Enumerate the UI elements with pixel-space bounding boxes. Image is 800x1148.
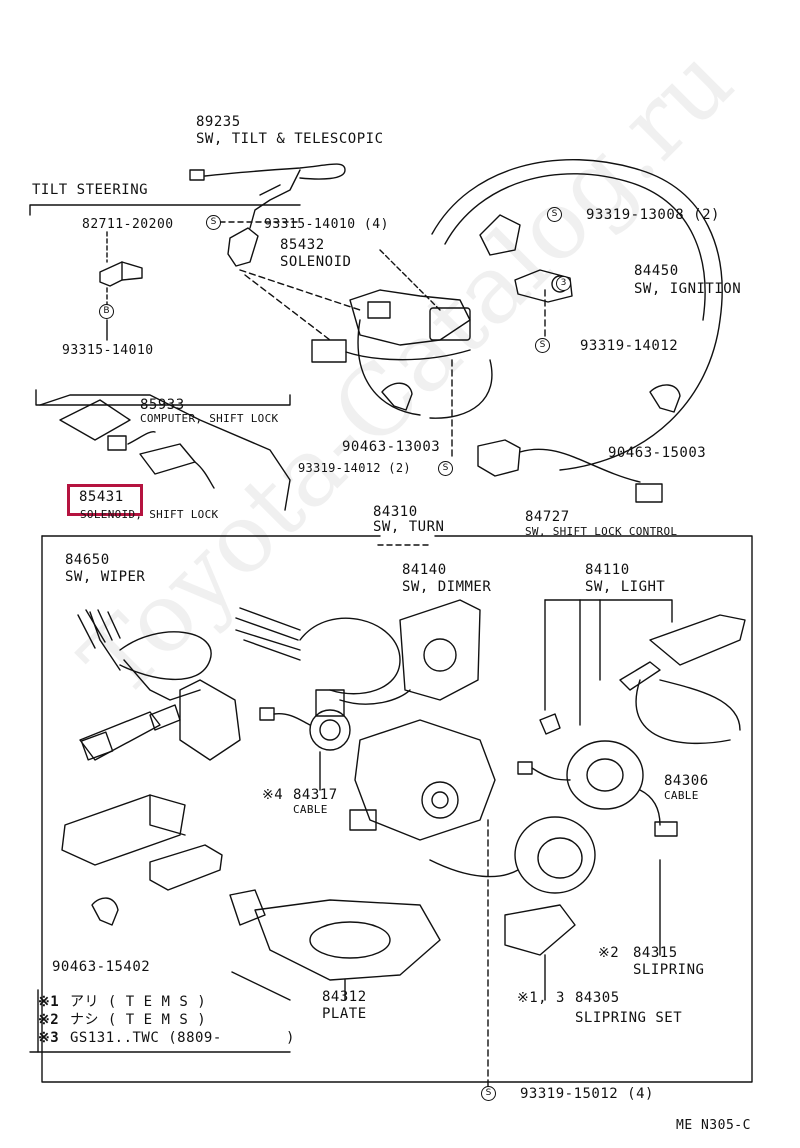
steering-column-assembly: [311, 214, 573, 461]
label-84317-mark: ※4: [262, 787, 284, 803]
label-84312-name: PLATE: [322, 1006, 367, 1022]
tilt-steering-title: TILT STEERING: [32, 182, 149, 198]
footer-code: ME N305-C: [676, 1118, 751, 1133]
label-85432-name: SOLENOID: [280, 254, 352, 270]
turn-switch-84310: [349, 544, 496, 1083]
label-84650-name: SW, WIPER: [65, 569, 146, 585]
slipring-84315: [429, 816, 661, 1001]
cable-84317: [259, 707, 351, 791]
shift-lock-bracket: [35, 389, 291, 406]
label-93319-15012: 93319-15012 (4): [520, 1086, 654, 1102]
note-text: GS131..TWC (8809-: [70, 1030, 222, 1046]
label-84315-number: 84315: [633, 945, 678, 961]
label-84317-number: 84317: [293, 787, 338, 803]
label-84450-name: SW, IGNITION: [634, 281, 742, 297]
label-84110-number: 84110: [585, 562, 630, 578]
note-mark: ※1: [38, 994, 60, 1010]
label-89235-name: SW, TILT & TELESCOPIC: [196, 131, 384, 147]
shift-lock-computer: [39, 394, 291, 511]
label-85431-number[interactable]: 85431: [79, 489, 124, 505]
label-84310-number: 84310: [373, 504, 418, 520]
s-mark-icon: S: [547, 207, 562, 222]
tilt-telescopic-harness: [189, 163, 361, 341]
wiper-switch-84650: [77, 609, 241, 761]
label-90463-15402: 90463-15402: [52, 959, 151, 975]
label-93319-14012: 93319-14012: [580, 338, 679, 354]
circled-3-icon: 3: [556, 276, 571, 291]
light-switch-84110: [539, 599, 746, 745]
note-close-paren: ): [286, 1030, 295, 1046]
label-85933-name: COMPUTER, SHIFT LOCK: [140, 412, 279, 425]
note-mark: ※3: [38, 1030, 60, 1046]
label-84727-name: SW, SHIFT LOCK CONTROL: [525, 525, 678, 538]
cable-84306: [517, 740, 678, 837]
label-84306-name: CABLE: [664, 789, 699, 802]
label-90463-13003: 90463-13003: [342, 439, 441, 455]
clip-82711: [99, 231, 143, 341]
label-82711: 82711-20200: [82, 217, 174, 232]
s-mark-icon: S: [206, 215, 221, 230]
label-84650-number: 84650: [65, 552, 110, 568]
label-84450-number: 84450: [634, 263, 679, 279]
s-mark-icon: S: [481, 1086, 496, 1101]
s-mark-icon: S: [438, 461, 453, 476]
label-85933-number: 85933: [140, 397, 185, 413]
label-93315-14010: 93315-14010: [62, 343, 154, 358]
label-84315-mark: ※2: [598, 945, 620, 961]
b-mark-icon: B: [99, 304, 114, 319]
label-84315-name: SLIPRING: [633, 962, 705, 978]
s-mark-icon: S: [535, 338, 550, 353]
label-84110-name: SW, LIGHT: [585, 579, 666, 595]
label-84317-name: CABLE: [293, 803, 328, 816]
plate-84312: [229, 889, 441, 1001]
clamp-90463-15003: [649, 384, 681, 413]
label-84305-name: SLIPRING SET: [575, 1010, 683, 1026]
lower-frame: [41, 535, 753, 1083]
label-85432-number: 85432: [280, 237, 325, 253]
label-84310-name: SW, TURN: [373, 519, 445, 535]
module-bottom-left: [61, 794, 223, 926]
label-84140-name: SW, DIMMER: [402, 579, 492, 595]
label-84305-mark: ※1, 3: [517, 990, 565, 1006]
label-93319-14012-2: 93319-14012 (2): [298, 461, 411, 475]
clamp-90463-13003: [381, 382, 413, 411]
label-84306-number: 84306: [664, 773, 709, 789]
label-90463-15003: 90463-15003: [608, 445, 707, 461]
shift-lock-switch-84727: [477, 439, 663, 503]
label-84312-number: 84312: [322, 989, 367, 1005]
dimmer-switch-84140: [235, 599, 481, 717]
steering-wheel: [357, 159, 723, 471]
label-84727-number: 84727: [525, 509, 570, 525]
label-84305-number: 84305: [575, 990, 620, 1006]
label-89235-number: 89235: [196, 114, 241, 130]
tilt-steering-bracket: [29, 204, 301, 216]
label-93315-14010-4: 93315-14010 (4): [264, 217, 389, 232]
label-84140-number: 84140: [402, 562, 447, 578]
label-85431-name: SOLENOID, SHIFT LOCK: [80, 508, 219, 521]
label-93319-13008: 93319-13008 (2): [586, 207, 720, 223]
note-text: ナシ ( T E M S ): [70, 1012, 207, 1028]
note-mark: ※2: [38, 1012, 60, 1028]
highlight-box: [67, 484, 143, 516]
note-text: アリ ( T E M S ): [70, 994, 207, 1010]
